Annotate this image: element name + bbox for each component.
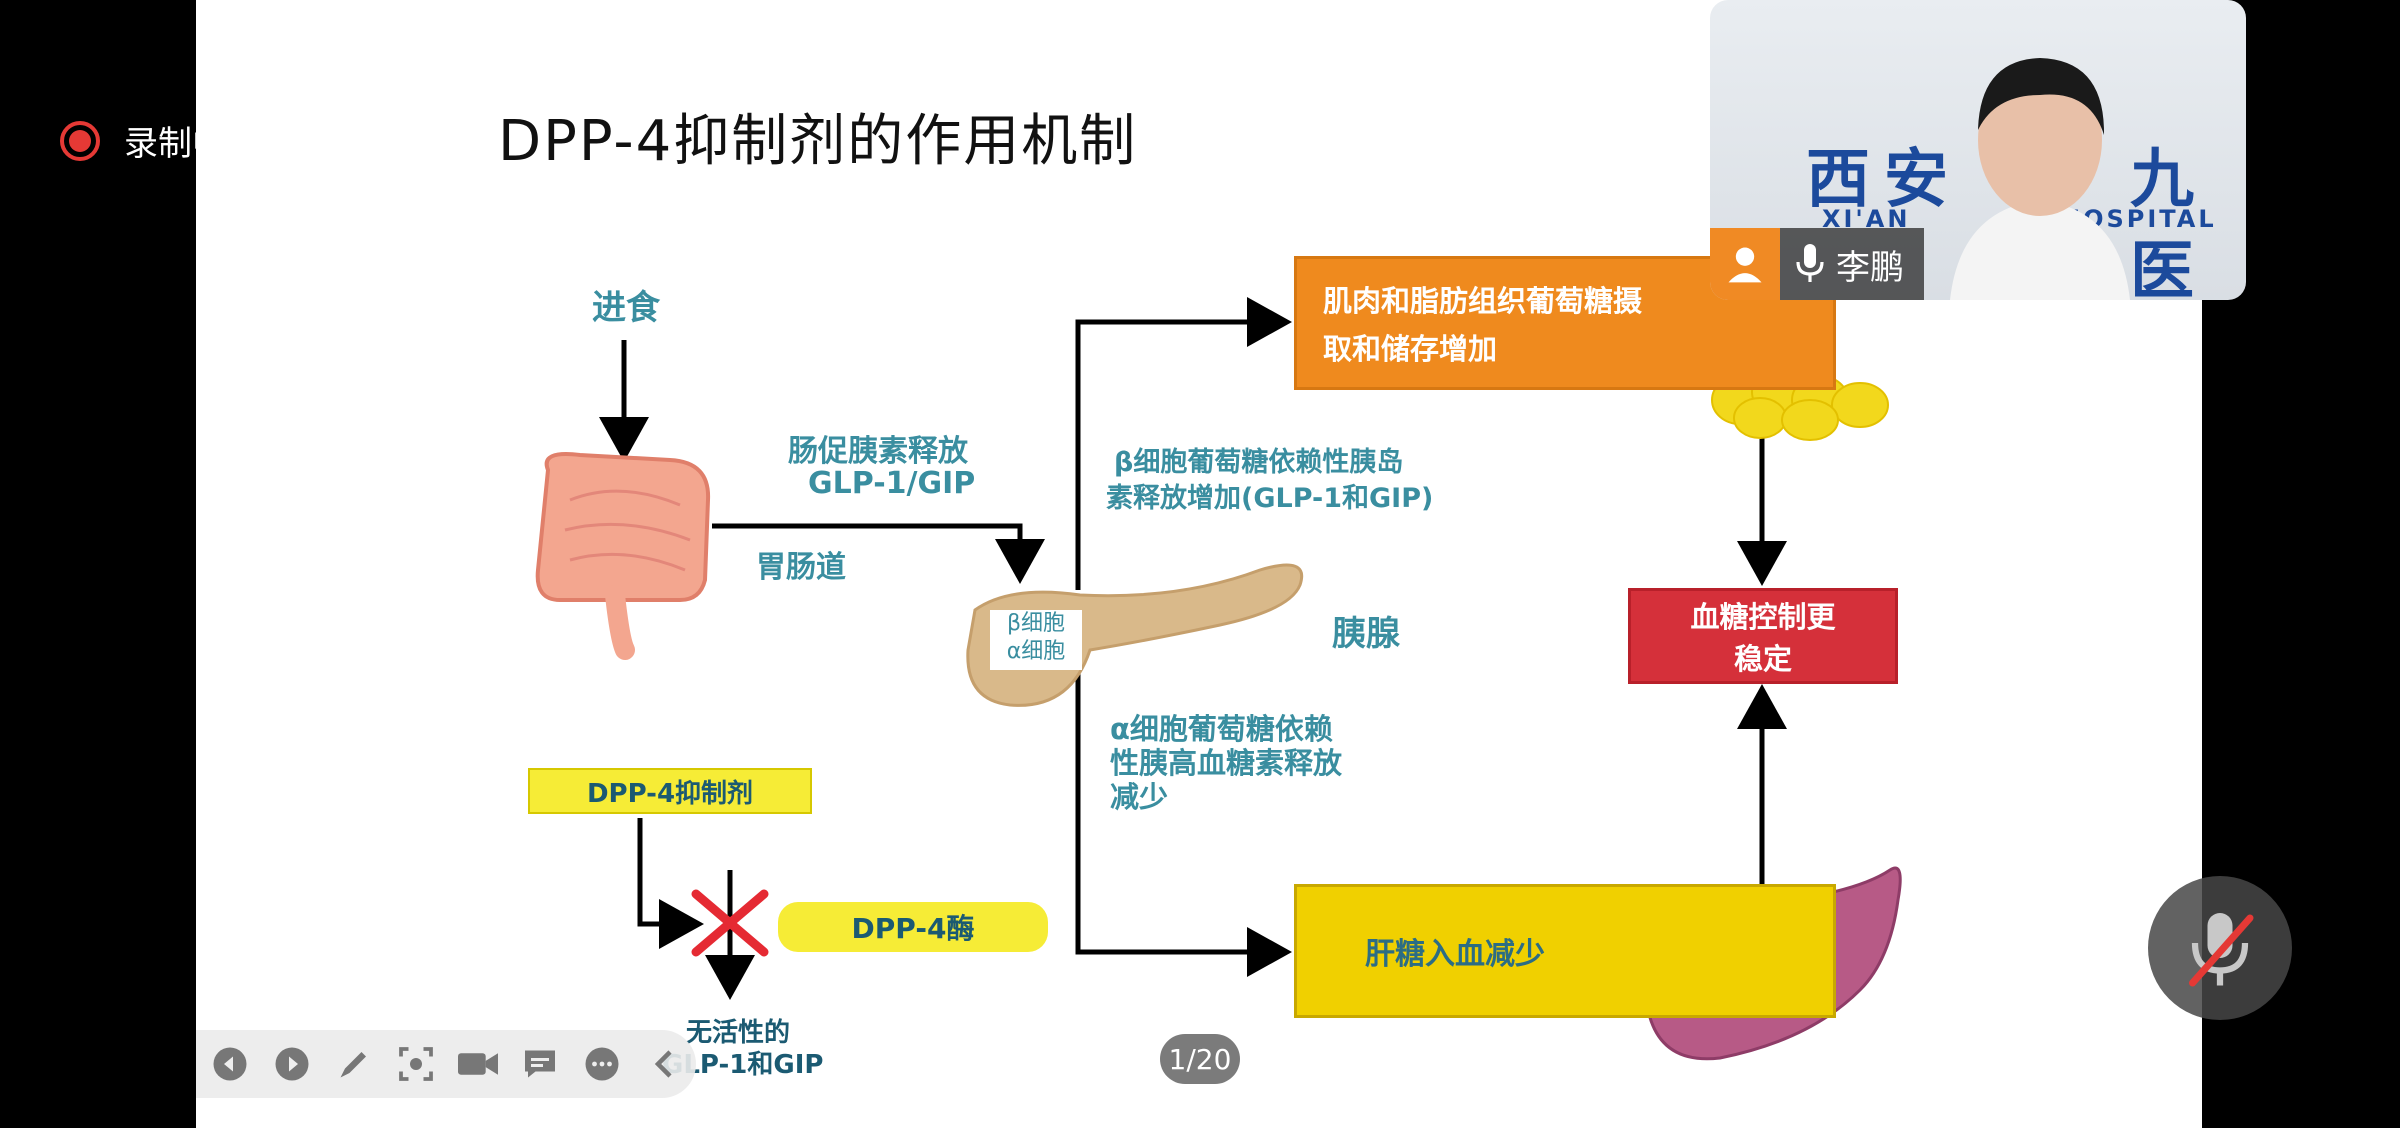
inhibit-x-icon xyxy=(691,889,769,957)
dpp4-enzyme-box: DPP-4酶 xyxy=(778,902,1048,952)
glucose-control-line1: 血糖控制更 xyxy=(1690,600,1836,634)
glp1-gip-label: GLP-1/GIP xyxy=(808,466,976,501)
collapse-icon[interactable] xyxy=(644,1044,684,1084)
eating-label: 进食 xyxy=(592,288,660,328)
speaker-video[interactable]: 西安 九医院 XI'AN HOSPITAL 李鹏 xyxy=(1710,0,2246,300)
microphone-icon xyxy=(1796,244,1824,282)
glucose-control-box: 血糖控制更 稳定 xyxy=(1628,588,1898,684)
pancreas-icon xyxy=(966,563,1303,707)
hospital-name-cn-b: 九医院 xyxy=(2130,143,2200,300)
page-indicator: 1/20 xyxy=(1160,1034,1240,1084)
speaker-mic-name: 李鹏 xyxy=(1780,228,1924,300)
presentation-toolbar xyxy=(196,1030,696,1098)
glucose-control-line2: 稳定 xyxy=(1733,642,1792,676)
alpha-effect-line3: 减少 xyxy=(1110,780,1169,814)
liver-box: 肝糖入血减少 xyxy=(1294,884,1836,1018)
alpha-cell-label: α细胞 xyxy=(1006,639,1066,664)
beta-effect-line2: 素释放增加(GLP-1和GIP) xyxy=(1106,483,1434,514)
prev-icon[interactable] xyxy=(210,1044,250,1084)
beta-cell-label: β细胞 xyxy=(1006,611,1066,636)
pancreas-cell-label: β细胞 α细胞 xyxy=(990,610,1082,670)
speaker-silhouette xyxy=(1950,58,2130,300)
pen-icon[interactable] xyxy=(334,1044,374,1084)
mute-microphone-button[interactable] xyxy=(2148,876,2292,1020)
muted-microphone-icon xyxy=(2189,913,2254,987)
dpp4-enzyme-label: DPP-4酶 xyxy=(851,912,975,945)
alpha-effect-line2: 性胰高血糖素释放 xyxy=(1110,746,1343,780)
gut-label: 胃肠道 xyxy=(756,550,846,585)
screenshot-icon[interactable] xyxy=(396,1044,436,1084)
recording-label: 录制中 xyxy=(124,124,226,164)
muscle-fat-line1: 肌肉和脂肪组织葡萄糖摄 xyxy=(1323,284,1643,318)
incretin-release-label: 肠促胰素释放 xyxy=(788,434,968,469)
next-icon[interactable] xyxy=(272,1044,312,1084)
speaker-name: 李鹏 xyxy=(1836,247,1904,288)
speaker-name-bar: 李鹏 xyxy=(1710,228,1924,300)
hospital-name-cn-a: 西安 xyxy=(1806,143,1962,217)
record-icon xyxy=(60,120,100,161)
muscle-fat-line2: 取和储存增加 xyxy=(1323,332,1498,366)
dpp4-inhibitor-label: DPP-4抑制剂 xyxy=(586,778,754,809)
beta-effect-line1: β细胞葡萄糖依赖性胰岛 xyxy=(1114,447,1404,478)
intestine-icon xyxy=(535,452,711,660)
alpha-effect-line1: α细胞葡萄糖依赖 xyxy=(1110,712,1333,746)
recording-indicator: 录制中 xyxy=(60,116,226,165)
camera-icon[interactable] xyxy=(458,1044,498,1084)
inactive-line1: 无活性的 xyxy=(686,1018,791,1048)
person-icon xyxy=(1710,228,1780,300)
dpp4-inhibitor-box: DPP-4抑制剂 xyxy=(528,768,812,814)
slide-title: DPP-4抑制剂的作用机制 xyxy=(498,109,1138,174)
muscle-fat-box: 肌肉和脂肪组织葡萄糖摄 取和储存增加 xyxy=(1294,256,1836,390)
liver-label: 肝糖入血减少 xyxy=(1365,937,1545,972)
more-icon[interactable] xyxy=(582,1044,622,1084)
pancreas-label: 胰腺 xyxy=(1332,614,1400,654)
chat-icon[interactable] xyxy=(520,1044,560,1084)
